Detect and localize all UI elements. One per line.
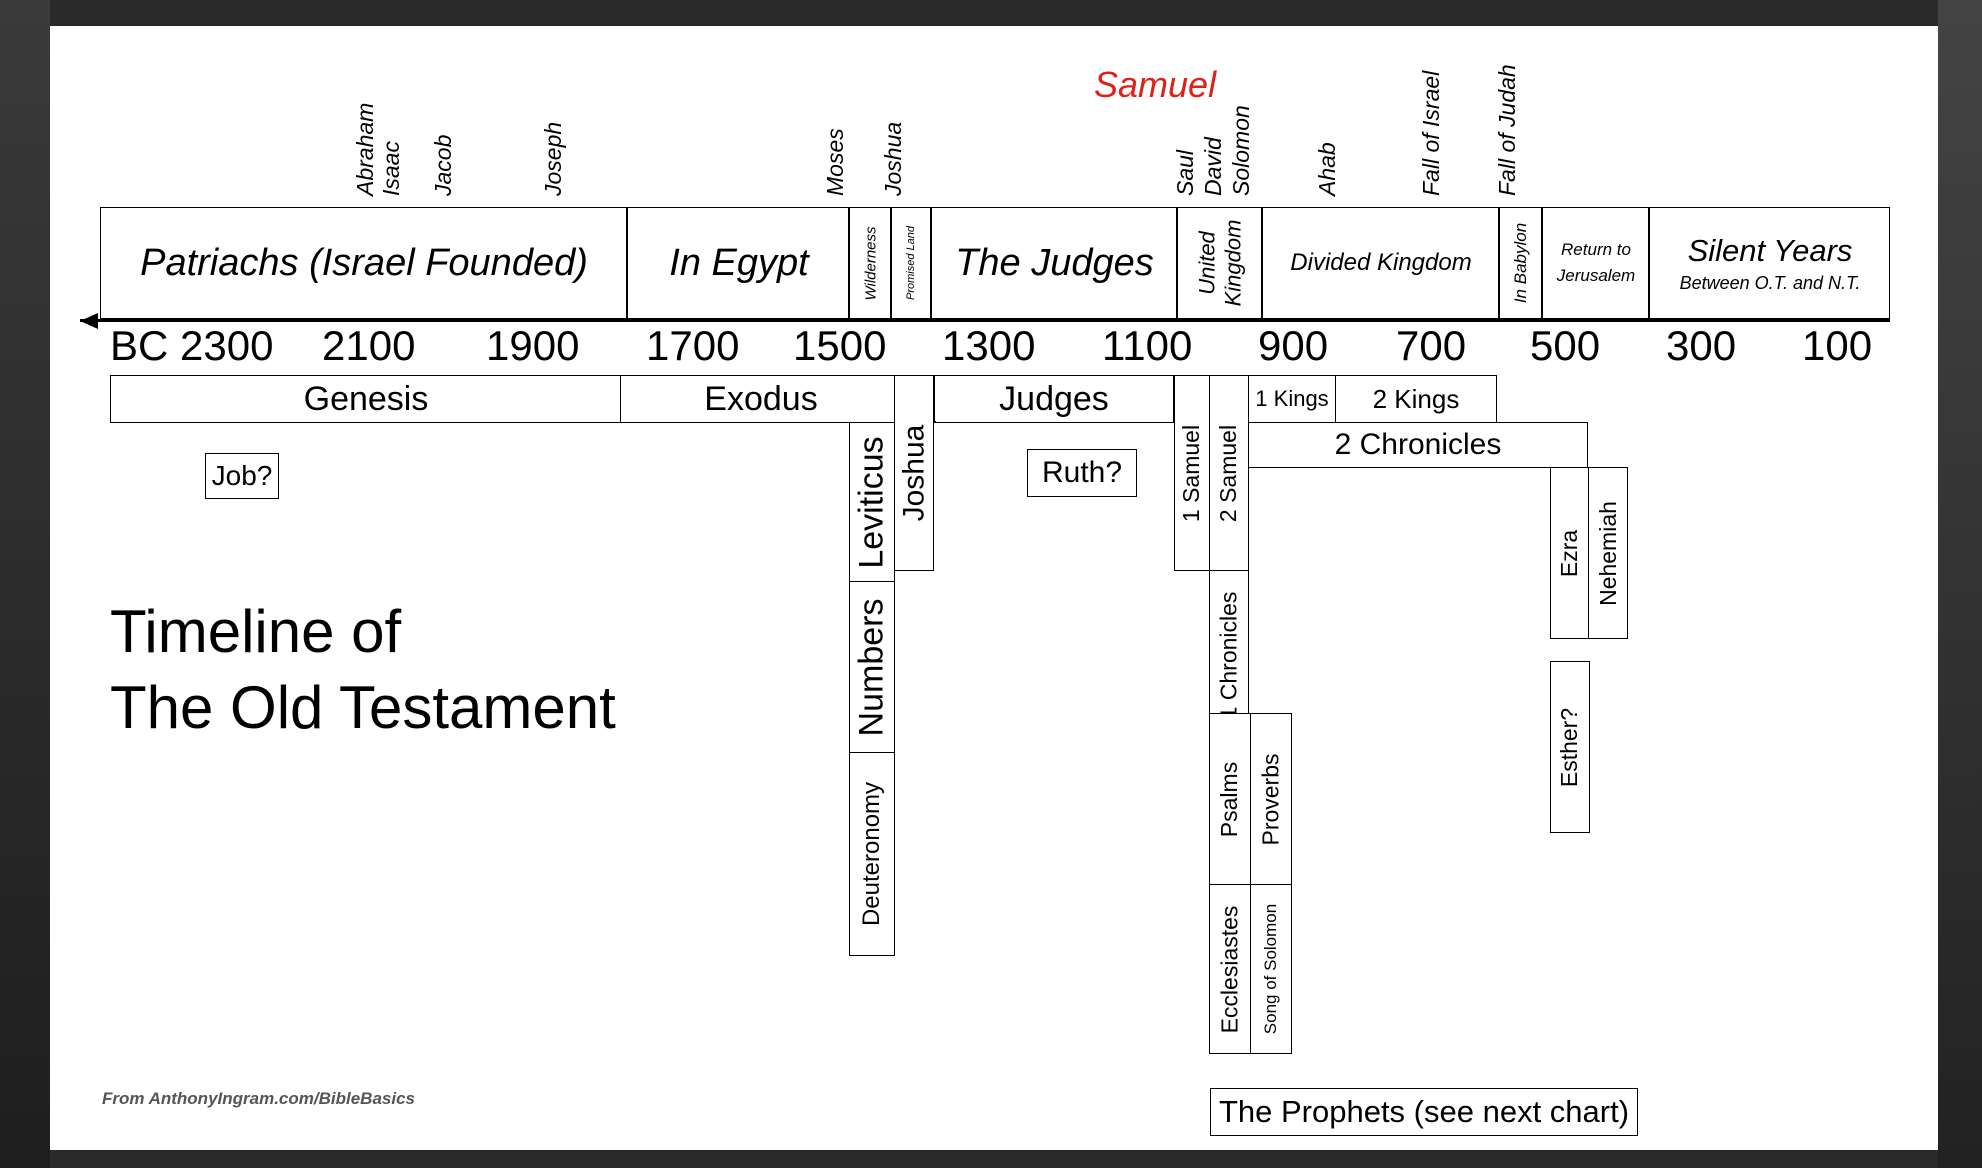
year-label: 100 xyxy=(1802,322,1873,369)
person-abraham: Abraham xyxy=(352,102,378,196)
person-moses: Moses xyxy=(822,128,848,196)
book-nehemiah: Nehemiah xyxy=(1588,467,1628,639)
book-ruth: Ruth? xyxy=(1027,449,1137,497)
background-right-edge xyxy=(1938,0,1982,1168)
slide: Abraham Isaac Jacob Joseph Moses Joshua … xyxy=(50,26,1938,1150)
book-psalms: Psalms xyxy=(1209,713,1251,885)
era-judges: The Judges xyxy=(955,241,1154,284)
book-2-samuel: 2 Samuel xyxy=(1209,375,1249,571)
era-promised-land: Promised Land xyxy=(905,226,917,300)
year-label: 1900 xyxy=(486,322,580,369)
year-label: 1100 xyxy=(1102,322,1193,369)
book-leviticus: Leviticus xyxy=(849,422,895,582)
person-joshua: Joshua xyxy=(880,121,906,196)
era-egypt: In Egypt xyxy=(669,241,809,284)
era-divided-kingdom: Divided Kingdom xyxy=(1290,249,1472,276)
year-label: 1700 xyxy=(646,322,740,369)
era-divider xyxy=(1648,207,1650,319)
era-divider xyxy=(626,207,628,319)
person-saul: Saul xyxy=(1172,149,1198,196)
person-solomon: Solomon xyxy=(1228,105,1254,196)
era-divider xyxy=(1498,207,1500,319)
book-2-chronicles: 2 Chronicles xyxy=(1248,422,1588,468)
era-band xyxy=(100,207,1890,319)
background-left-edge xyxy=(0,0,50,1168)
book-judges: Judges xyxy=(934,375,1174,423)
year-label: 1300 xyxy=(942,322,1036,369)
book-numbers: Numbers xyxy=(849,581,895,753)
person-fall-of-israel: Fall of Israel xyxy=(1418,70,1444,196)
year-label: 900 xyxy=(1258,322,1329,369)
book-ezra: Ezra xyxy=(1550,467,1590,639)
book-1-samuel: 1 Samuel xyxy=(1174,375,1210,571)
book-1-kings: 1 Kings xyxy=(1248,375,1336,423)
credit-text: From AnthonyIngram.com/BibleBasics xyxy=(102,1089,415,1108)
era-babylon: In Babylon xyxy=(1511,222,1530,304)
book-proverbs: Proverbs xyxy=(1250,713,1292,885)
year-label: BC 2300 xyxy=(110,322,274,369)
era-divider xyxy=(890,207,892,319)
person-joseph: Joseph xyxy=(540,121,566,196)
book-1-chronicles: 1 Chronicles xyxy=(1209,570,1249,740)
year-label: 500 xyxy=(1530,322,1601,369)
era-silent-years: Silent Years Between O.T. and N.T. xyxy=(1679,232,1861,293)
book-joshua: Joshua xyxy=(894,375,934,571)
era-divider xyxy=(1261,207,1263,319)
person-jacob: Jacob xyxy=(430,134,456,196)
era-wilderness: Wilderness xyxy=(862,225,880,301)
book-job: Job? xyxy=(205,453,279,499)
book-deuteronomy: Deuteronomy xyxy=(849,752,895,956)
year-label: 700 xyxy=(1396,322,1467,369)
person-isaac: Isaac xyxy=(378,141,404,196)
person-ahab: Ahab xyxy=(1314,142,1340,196)
book-genesis: Genesis xyxy=(110,375,622,423)
era-divider xyxy=(1176,207,1178,319)
page-title: Timeline of The Old Testament xyxy=(110,598,616,741)
book-ecclesiastes: Ecclesiastes xyxy=(1209,884,1251,1054)
book-esther: Esther? xyxy=(1550,661,1590,833)
timeline-arrowhead xyxy=(80,313,98,329)
person-david: David xyxy=(1200,137,1226,196)
era-divider xyxy=(848,207,850,319)
year-label: 2100 xyxy=(322,322,416,369)
timeline-axis xyxy=(80,319,1890,322)
era-divider xyxy=(930,207,932,319)
year-label: 1500 xyxy=(793,322,887,369)
year-label: 300 xyxy=(1666,322,1737,369)
person-fall-of-judah: Fall of Judah xyxy=(1494,64,1520,196)
era-divider xyxy=(1541,207,1543,319)
book-song-of-solomon: Song of Solomon xyxy=(1250,884,1292,1054)
prophets-box: The Prophets (see next chart) xyxy=(1210,1088,1638,1136)
book-2-kings: 2 Kings xyxy=(1335,375,1497,423)
book-exodus: Exodus xyxy=(620,375,902,423)
person-samuel: Samuel xyxy=(1094,64,1217,105)
era-patriarchs: Patriachs (Israel Founded) xyxy=(140,241,588,284)
